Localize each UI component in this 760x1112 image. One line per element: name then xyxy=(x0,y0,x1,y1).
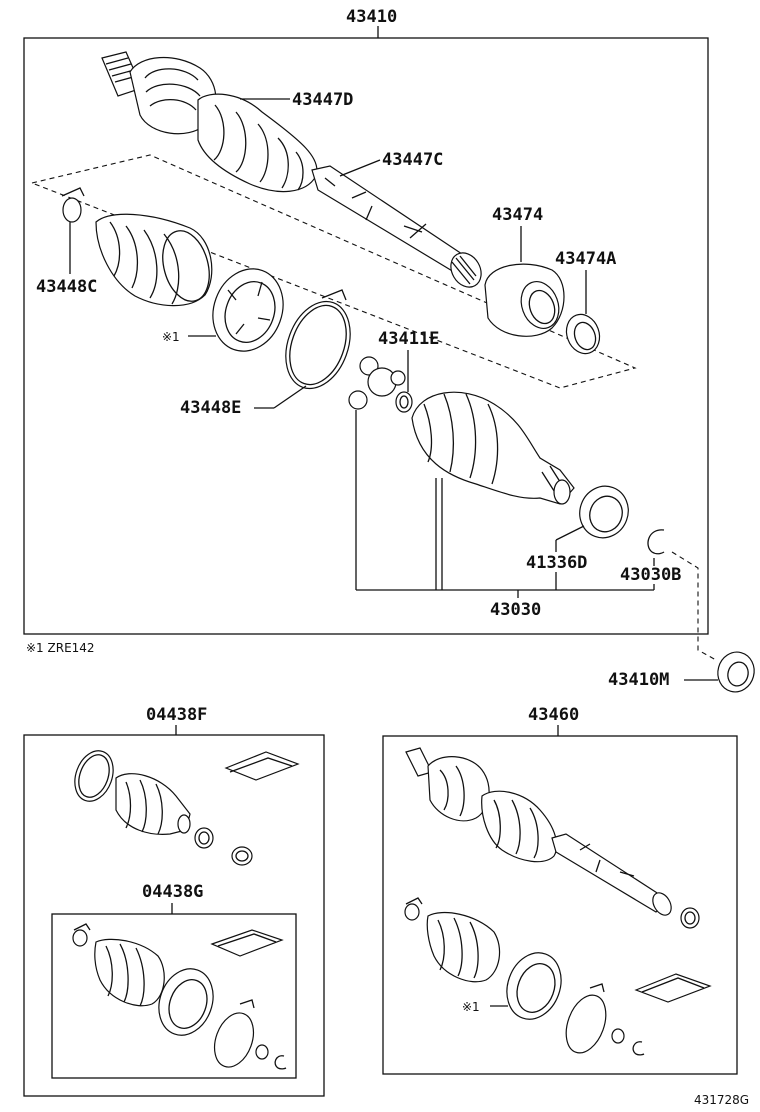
label-43448c: 43448C xyxy=(36,277,97,297)
bearing-43410m xyxy=(717,651,755,693)
ring-ref-1 xyxy=(212,268,284,352)
ring-43474 xyxy=(484,263,565,337)
label-43447c: 43447C xyxy=(382,150,443,170)
label-43448e: 43448E xyxy=(180,398,241,418)
label-04438f: 04438F xyxy=(146,705,207,725)
kit-g-parts xyxy=(72,923,287,1070)
band-43448e xyxy=(285,289,351,390)
label-43030b: 43030B xyxy=(620,565,681,585)
leader-43447c xyxy=(339,159,381,177)
label-43474: 43474 xyxy=(492,205,543,225)
label-41336d: 41336D xyxy=(526,553,587,573)
inner-boot xyxy=(95,213,213,307)
label-43030: 43030 xyxy=(490,600,541,620)
kit-04438f-frame xyxy=(23,734,325,1097)
main-frame xyxy=(23,37,709,635)
leader-43448e-b xyxy=(273,385,307,409)
ref-mark-3: ※1 xyxy=(462,1000,480,1014)
seal-41336d xyxy=(579,485,629,539)
clamp-small xyxy=(61,187,85,223)
kit-43460-parts xyxy=(404,747,712,1056)
ref-mark-1: ※1 xyxy=(162,330,180,344)
label-43410m: 43410M xyxy=(608,670,669,690)
kit-f-parts xyxy=(74,750,300,866)
label-43447d: 43447D xyxy=(292,90,353,110)
dashed-group-outline xyxy=(30,154,637,389)
leader-41336d-b xyxy=(555,525,585,541)
drive-shaft-main xyxy=(101,51,482,288)
tripod-43411e xyxy=(348,356,413,413)
ring-43474a xyxy=(565,313,601,355)
snap-43030b xyxy=(647,529,665,555)
kit-04438g-frame xyxy=(51,913,297,1079)
label-43410: 43410 xyxy=(346,7,397,27)
label-04438g: 04438G xyxy=(142,882,203,902)
label-43411e: 43411E xyxy=(378,329,439,349)
label-43460: 43460 xyxy=(528,705,579,725)
inner-joint-boot xyxy=(411,391,575,505)
leader-43030-group xyxy=(355,410,655,598)
drawing-number: 431728G xyxy=(694,1093,749,1107)
kit-43460-frame xyxy=(382,735,738,1075)
footnote: ※1 ZRE142 xyxy=(26,641,95,655)
label-43474a: 43474A xyxy=(555,249,616,269)
